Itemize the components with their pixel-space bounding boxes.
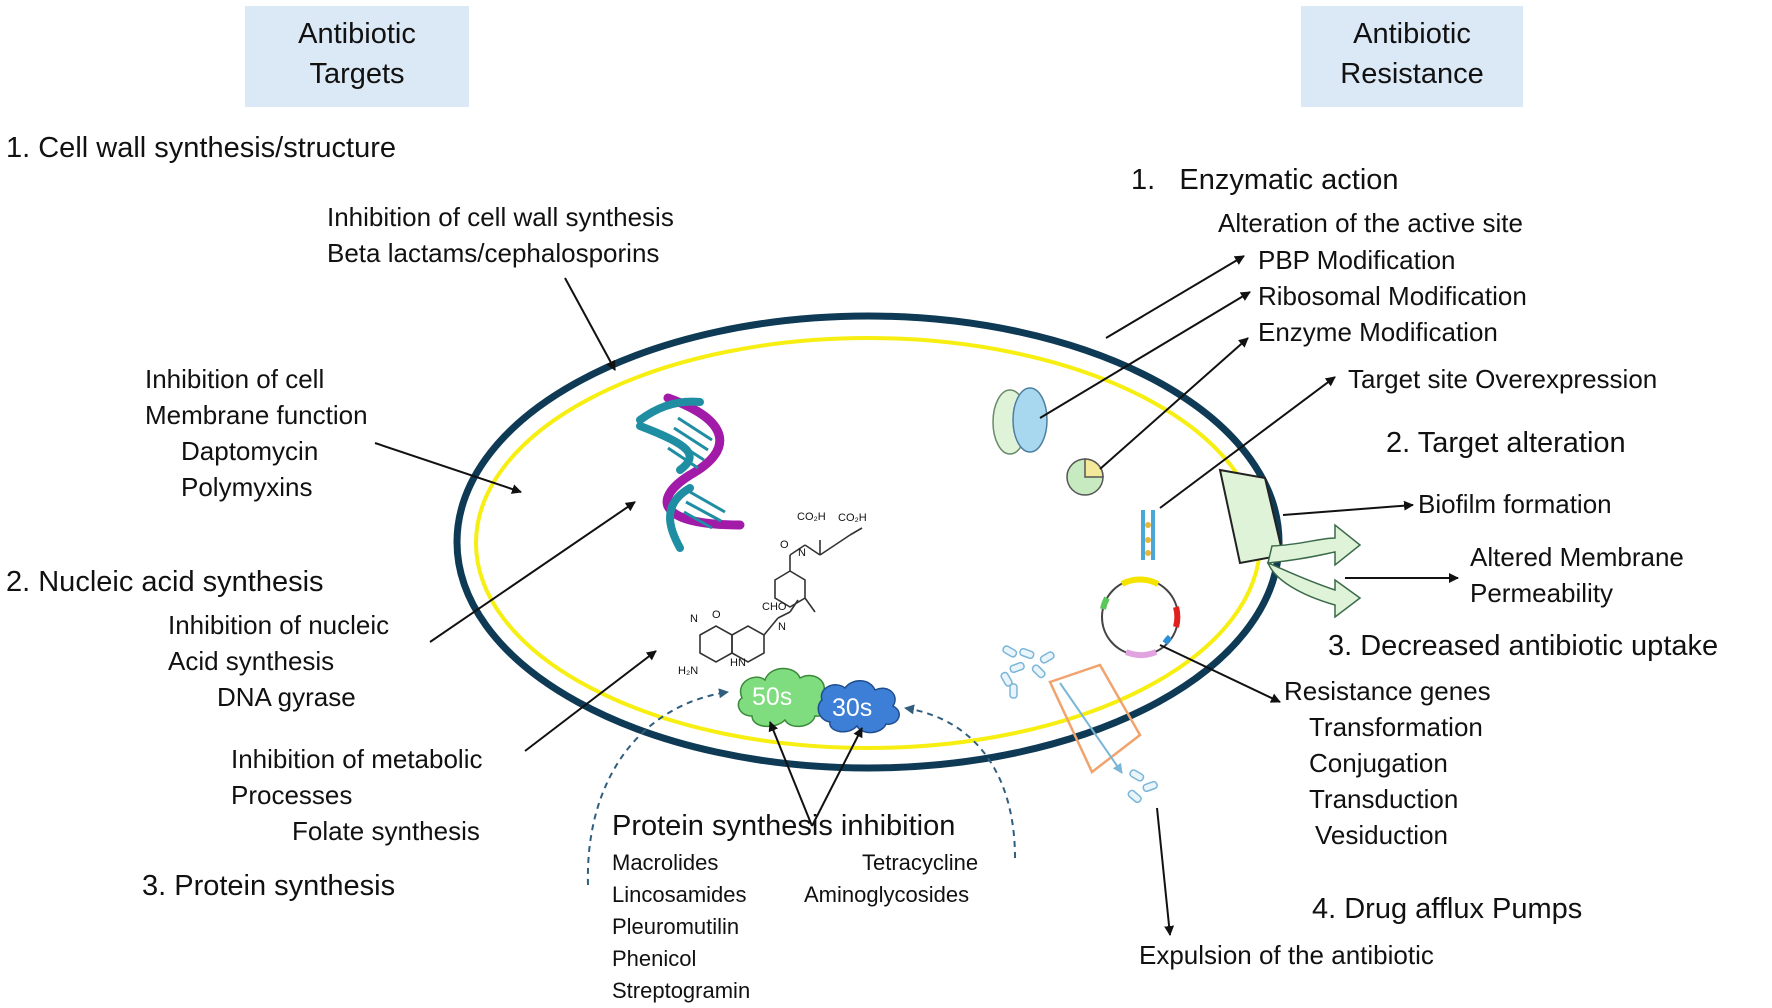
plasmid-icon bbox=[1100, 576, 1181, 659]
molecule-atom-label: N bbox=[798, 547, 806, 559]
arrows bbox=[374, 255, 1459, 936]
cell-wall-line-2: Beta lactams/cephalosporins bbox=[327, 238, 660, 268]
ribosome-30s-icon bbox=[817, 680, 900, 734]
molecule-atom-label: O bbox=[712, 609, 721, 621]
ribosome-50s-label: 50s bbox=[752, 683, 793, 711]
protein-heading: 3. Protein synthesis bbox=[142, 870, 396, 902]
metabolic-line-3: Folate synthesis bbox=[292, 816, 480, 846]
drug-lincosamides: Lincosamides bbox=[612, 882, 747, 907]
uptake-heading: 3. Decreased antibiotic uptake bbox=[1328, 630, 1719, 662]
molecule-atom-label: CO₂H bbox=[838, 512, 867, 524]
dashed-arc-left bbox=[586, 688, 729, 886]
header-targets-line2: Targets bbox=[309, 58, 405, 90]
genes-line-4: Transduction bbox=[1309, 784, 1459, 814]
membrane-line-3: Daptomycin bbox=[181, 436, 319, 466]
target-alteration-heading: 2. Target alteration bbox=[1386, 427, 1626, 459]
membrane-perm-line-1: Altered Membrane bbox=[1470, 542, 1684, 572]
membrane-perm-line-2: Permeability bbox=[1470, 578, 1614, 608]
molecule-atom-label: N bbox=[778, 621, 786, 633]
molecule-atom-label: N bbox=[690, 613, 698, 625]
metabolic-line-1: Inhibition of metabolic bbox=[231, 744, 483, 774]
efflux-pump-icon bbox=[1048, 663, 1142, 774]
header-targets-line1: Antibiotic bbox=[298, 18, 416, 50]
ribosome-30s-label: 30s bbox=[832, 694, 873, 722]
drug-pleuromutilin: Pleuromutilin bbox=[612, 914, 740, 939]
genes-line-1: Resistance genes bbox=[1284, 676, 1491, 706]
molecule-atom-label: HN bbox=[730, 657, 746, 669]
enzymatic-heading: 1. Enzymatic action bbox=[1131, 164, 1399, 196]
membrane-line-4: Polymyxins bbox=[181, 472, 313, 502]
nucleic-line-3: DNA gyrase bbox=[217, 682, 356, 712]
nucleic-line-1: Inhibition of nucleic bbox=[168, 610, 390, 640]
drug-streptogramin: Streptogramin bbox=[612, 978, 751, 1003]
cell-wall-line-1: Inhibition of cell wall synthesis bbox=[327, 202, 674, 232]
nucleic-heading: 2. Nucleic acid synthesis bbox=[6, 566, 324, 598]
membrane-permeability-arrow bbox=[1267, 523, 1362, 567]
protein-inhibition-title: Protein synthesis inhibition bbox=[612, 810, 956, 842]
overexpression-label: Target site Overexpression bbox=[1348, 364, 1658, 394]
cell-wall-heading: 1. Cell wall synthesis/structure bbox=[6, 132, 397, 164]
drug-aminoglycosides: Aminoglycosides bbox=[804, 882, 970, 907]
biofilm-label: Biofilm formation bbox=[1418, 489, 1612, 519]
enzyme-icon bbox=[1066, 458, 1104, 496]
dna-helix-icon bbox=[636, 393, 745, 552]
header-antibiotic-targets: Antibiotic Targets bbox=[245, 6, 469, 107]
drug-macrolides: Macrolides bbox=[612, 850, 719, 875]
drug-particles-inside bbox=[1000, 645, 1055, 699]
enzymatic-line-1: Alteration of the active site bbox=[1218, 208, 1523, 238]
membrane-line-1: Inhibition of cell bbox=[145, 364, 325, 394]
efflux-heading: 4. Drug afflux Pumps bbox=[1312, 893, 1583, 925]
molecule-atom-label: H₂N bbox=[678, 665, 699, 677]
genes-line-3: Conjugation bbox=[1309, 748, 1448, 778]
molecule-atom-label: CHO bbox=[762, 601, 787, 613]
header-resistance-line1: Antibiotic bbox=[1353, 18, 1471, 50]
molecule-atom-label: CO₂H bbox=[797, 511, 826, 523]
metabolic-line-2: Processes bbox=[231, 780, 353, 810]
enzymatic-line-2: PBP Modification bbox=[1258, 245, 1456, 275]
target-site-icon bbox=[1141, 510, 1155, 560]
molecule-atom-label: O bbox=[780, 539, 789, 551]
genes-line-2: Transformation bbox=[1309, 712, 1483, 742]
nucleic-line-2: Acid synthesis bbox=[168, 646, 335, 676]
enzymatic-line-3: Ribosomal Modification bbox=[1258, 281, 1527, 311]
genes-line-5: Vesiduction bbox=[1315, 820, 1448, 850]
header-antibiotic-resistance: Antibiotic Resistance bbox=[1301, 6, 1523, 107]
enzymatic-line-4: Enzyme Modification bbox=[1258, 317, 1498, 347]
dashed-arc-right bbox=[904, 704, 1016, 859]
drug-tetracycline: Tetracycline bbox=[862, 850, 979, 875]
ribosome-cluster-icon bbox=[992, 387, 1048, 455]
header-resistance-line2: Resistance bbox=[1340, 58, 1484, 90]
membrane-line-2: Membrane function bbox=[145, 400, 368, 430]
drug-particles-outside bbox=[1127, 769, 1158, 804]
drug-phenicol: Phenicol bbox=[612, 946, 697, 971]
expulsion-label: Expulsion of the antibiotic bbox=[1139, 940, 1434, 970]
folate-molecule-icon bbox=[699, 527, 863, 663]
